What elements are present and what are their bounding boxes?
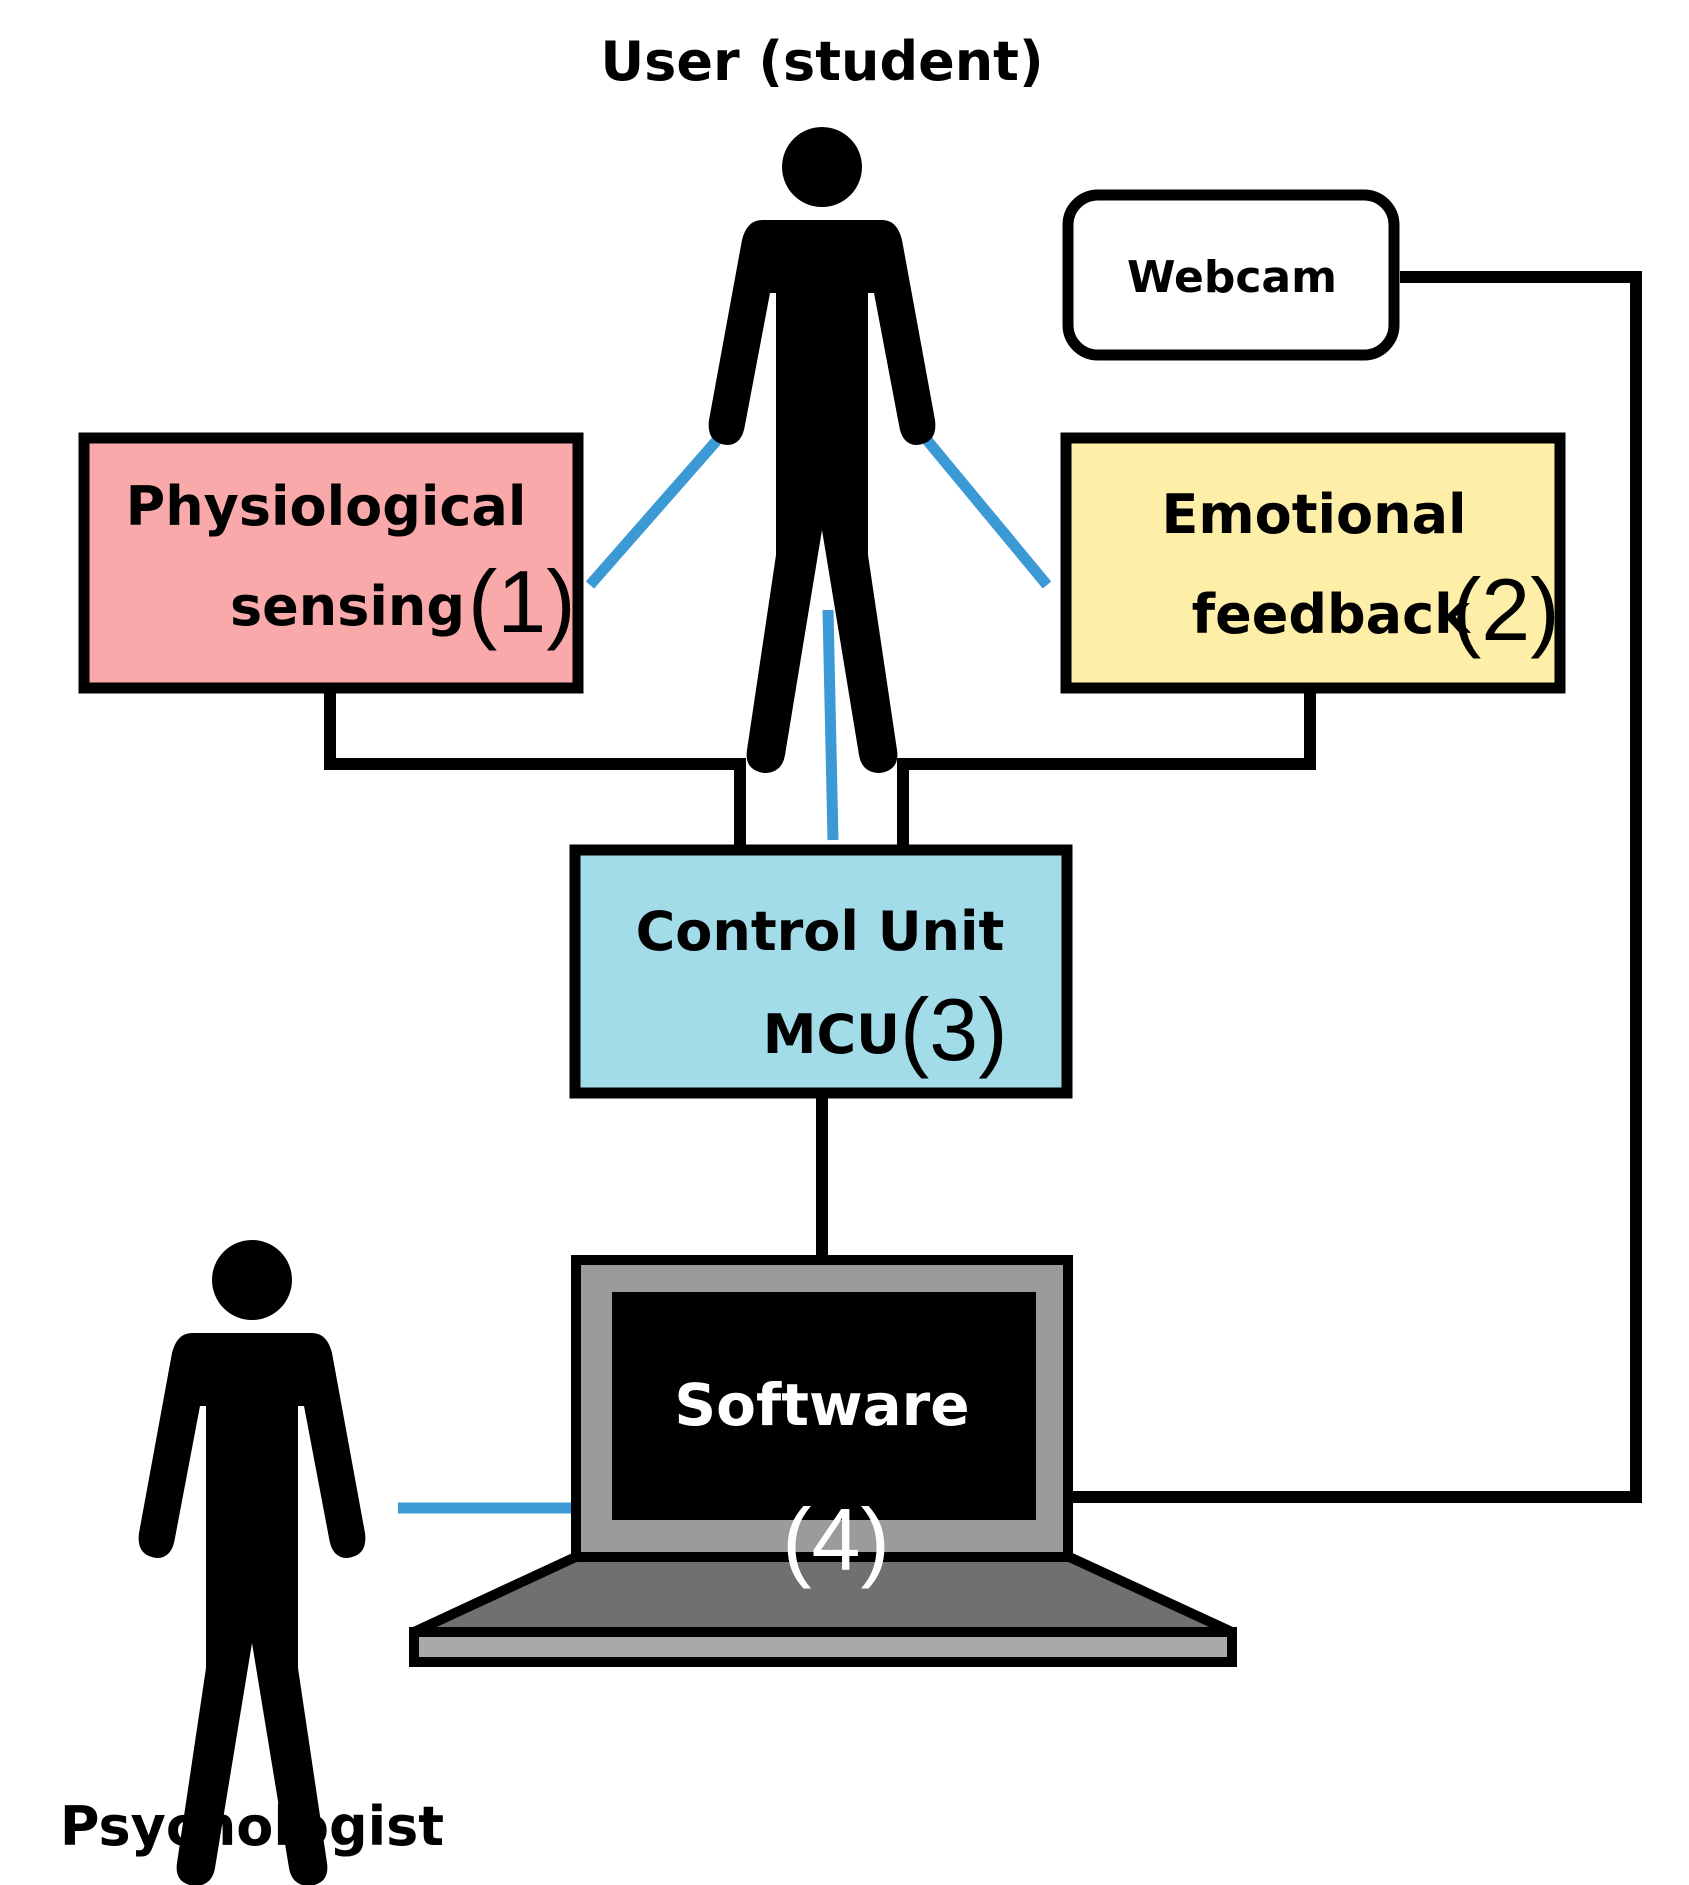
emotional-label-line2: feedback bbox=[1192, 583, 1471, 646]
emotional-label-line1: Emotional bbox=[1161, 483, 1466, 546]
wire-webcam-laptop bbox=[1070, 271, 1642, 1503]
software-label: Software bbox=[674, 1371, 969, 1439]
emotional-feedback-box bbox=[1060, 432, 1566, 694]
psychologist-label: Psychologist bbox=[60, 1795, 444, 1858]
link-user-control bbox=[822, 609, 839, 841]
laptop-icon bbox=[409, 1255, 1237, 1667]
user-label: User (student) bbox=[600, 30, 1043, 93]
control-number: (3) bbox=[900, 980, 1008, 1079]
wire-physio-control bbox=[324, 688, 746, 850]
webcam-label: Webcam bbox=[1127, 252, 1337, 303]
physio-label-line1: Physiological bbox=[126, 475, 527, 538]
user-person-icon bbox=[708, 127, 936, 773]
blue-links bbox=[398, 418, 1052, 1514]
psychologist-person-icon bbox=[138, 1240, 366, 1885]
control-label-line1: Control Unit bbox=[636, 900, 1005, 963]
black-wires bbox=[324, 271, 1642, 1503]
emotional-number: (2) bbox=[1452, 560, 1560, 659]
control-unit-box bbox=[569, 844, 1073, 1099]
physiological-sensing-box bbox=[78, 432, 584, 694]
software-number: (4) bbox=[782, 1490, 890, 1589]
webcam-box bbox=[1062, 189, 1400, 361]
physio-label-line2: sensing bbox=[230, 575, 465, 638]
physio-number: (1) bbox=[468, 552, 576, 651]
link-user-physio bbox=[585, 418, 738, 589]
link-user-emotional bbox=[907, 418, 1052, 589]
wire-emotional-control bbox=[897, 688, 1316, 850]
control-label-line2: MCU bbox=[763, 1003, 900, 1066]
